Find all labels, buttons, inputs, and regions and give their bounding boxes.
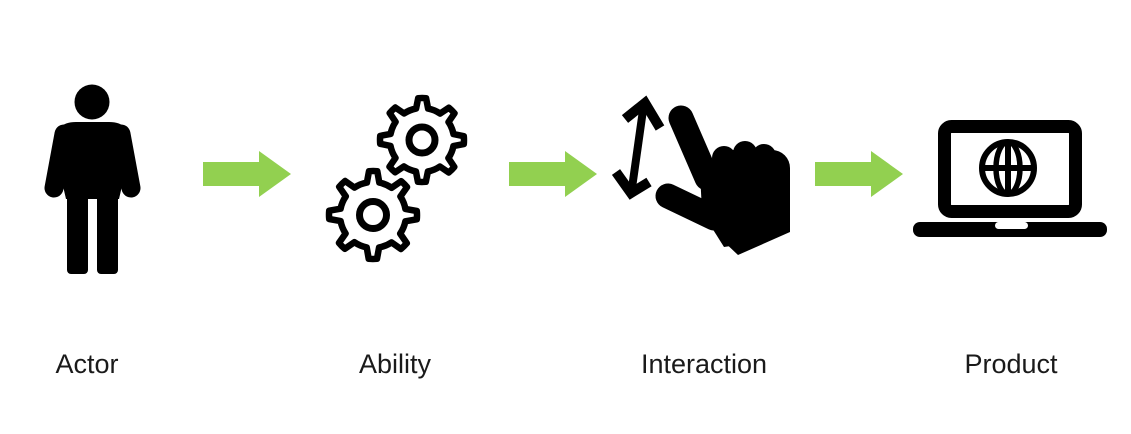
double-arrow-icon — [611, 95, 665, 200]
gear-bottom-hole — [356, 198, 390, 232]
flow-arrow-2 — [509, 151, 597, 197]
globe-icon — [979, 139, 1037, 197]
person-left-arm — [44, 124, 74, 198]
gear-top-hole — [405, 123, 439, 157]
step-label-actor: Actor — [55, 349, 119, 379]
arrow-right-icon — [815, 151, 903, 197]
person-icon — [44, 84, 141, 274]
arrow-right-icon — [509, 151, 597, 197]
person-right-leg — [97, 165, 118, 274]
gears-icon — [325, 94, 468, 263]
hand-icon — [655, 105, 790, 255]
laptop-base — [913, 222, 1107, 237]
laptop-globe-icon — [913, 120, 1107, 237]
flow-arrow-1 — [203, 151, 291, 197]
person-left-leg — [67, 165, 88, 274]
touch-swipe-gesture-icon — [611, 95, 790, 255]
step-label-product: Product — [964, 349, 1058, 379]
person-head — [74, 84, 110, 120]
arrow-right-icon — [203, 151, 291, 197]
step-label-ability: Ability — [358, 349, 432, 379]
step-label-interaction: Interaction — [640, 349, 768, 379]
flow-arrow-3 — [815, 151, 903, 197]
person-right-arm — [111, 124, 141, 198]
laptop-base-notch — [995, 222, 1028, 229]
